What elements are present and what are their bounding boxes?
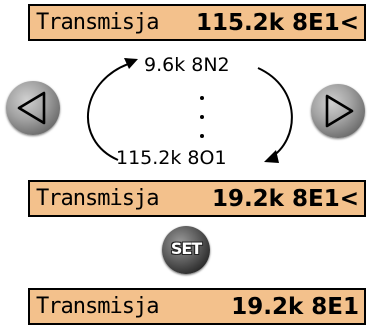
edit-cursor: < [339, 186, 359, 212]
left-arrow-icon [17, 91, 46, 125]
lcd-value: 115.2k 8E1< [196, 11, 359, 35]
ellipsis-dot [200, 96, 204, 100]
lcd-value: 19.2k 8E1< [212, 187, 359, 211]
set-button-label: SET [170, 239, 202, 258]
ellipsis-dot [200, 115, 204, 119]
lcd-screen-bottom: Transmisja 19.2k 8E1 [28, 288, 366, 325]
left-arc-arrowhead [124, 58, 138, 69]
lcd-screen-middle: Transmisja 19.2k 8E1< [28, 180, 366, 217]
baud-setting: 115.2k 8E1 [195, 10, 340, 36]
baud-setting: 19.2k 8E1 [211, 186, 340, 212]
left-button[interactable] [6, 81, 60, 135]
option-first: 9.6k 8N2 [144, 54, 230, 76]
ellipsis-dot [200, 134, 204, 138]
right-cycle-arc [257, 67, 293, 159]
set-button[interactable]: SET [162, 226, 210, 274]
right-arc-arrowhead [264, 150, 279, 163]
left-cycle-arc [87, 61, 135, 161]
right-arrow-icon [325, 94, 354, 128]
lcd-label: Transmisja [36, 10, 159, 35]
right-button[interactable] [311, 84, 365, 138]
lcd-value: 19.2k 8E1 [231, 295, 359, 319]
lcd-label: Transmisja [36, 294, 159, 319]
lcd-screen-top: Transmisja 115.2k 8E1< [28, 4, 366, 41]
edit-cursor: < [339, 10, 359, 36]
option-last: 115.2k 8O1 [116, 147, 227, 169]
lcd-label: Transmisja [36, 186, 159, 211]
baud-setting: 19.2k 8E1 [231, 294, 359, 320]
